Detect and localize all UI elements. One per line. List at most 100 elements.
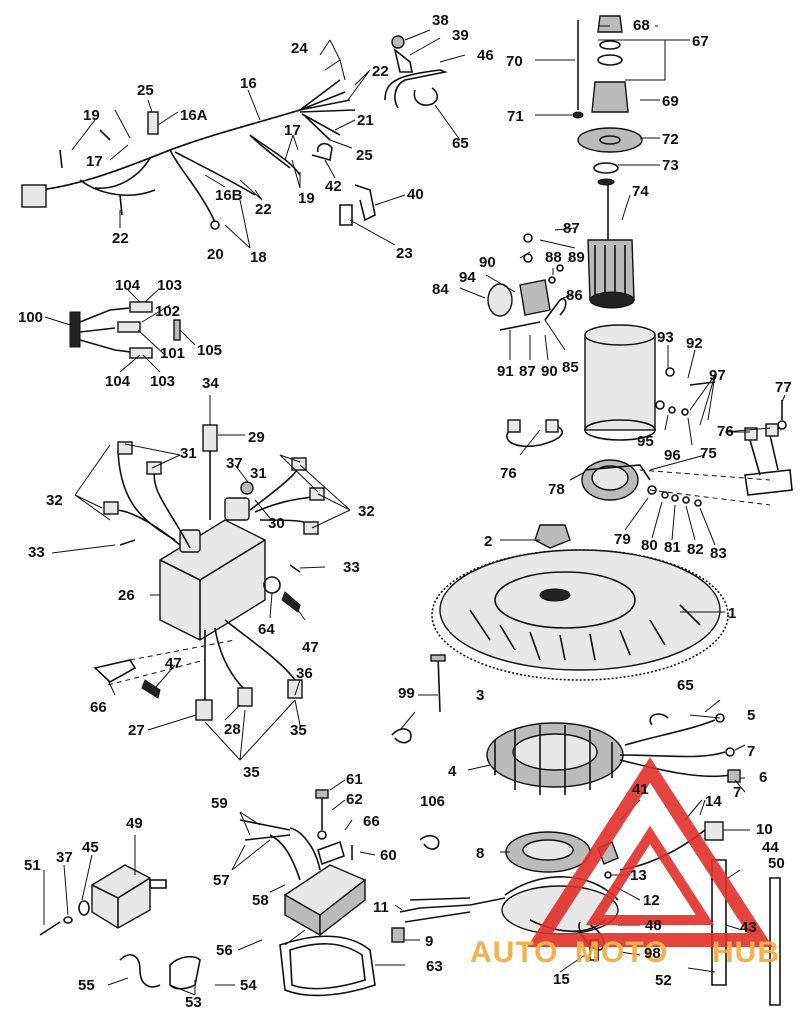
label-53: 53 — [185, 994, 202, 1011]
label-16: 16 — [240, 75, 257, 92]
label-35b: 35 — [243, 764, 260, 781]
label-87a: 87 — [563, 220, 580, 237]
label-36: 36 — [296, 665, 313, 682]
stator — [486, 713, 741, 795]
label-106: 106 — [420, 793, 445, 810]
trigger-assembly — [506, 367, 793, 507]
label-101: 101 — [160, 345, 185, 362]
label-91: 91 — [497, 363, 514, 380]
label-49: 49 — [126, 815, 143, 832]
label-31a: 31 — [180, 445, 197, 462]
label-90b: 90 — [541, 363, 558, 380]
label-22c: 22 — [112, 230, 129, 247]
label-98: 98 — [644, 945, 661, 962]
label-103b: 103 — [150, 373, 175, 390]
label-95: 95 — [637, 433, 654, 450]
label-37b: 37 — [56, 849, 73, 866]
watermark-inner-triangle-icon — [585, 825, 715, 925]
label-7a: 7 — [747, 743, 755, 760]
label-65a: 65 — [452, 135, 469, 152]
label-57: 57 — [213, 872, 230, 889]
label-104b: 104 — [105, 373, 131, 390]
label-93: 93 — [657, 329, 674, 346]
harness-connector — [21, 184, 47, 208]
label-16b: 16B — [215, 187, 243, 204]
label-76a: 76 — [500, 465, 517, 482]
label-77: 77 — [775, 379, 792, 396]
label-82: 82 — [687, 541, 704, 558]
label-45: 45 — [82, 839, 99, 856]
label-19b: 19 — [298, 190, 315, 207]
label-37a: 37 — [226, 455, 243, 472]
label-42: 42 — [325, 178, 342, 195]
label-52: 52 — [655, 972, 672, 989]
label-92: 92 — [686, 335, 703, 352]
label-96: 96 — [664, 447, 681, 464]
label-59: 59 — [211, 795, 228, 812]
label-103a: 103 — [157, 277, 182, 294]
label-41: 41 — [632, 781, 649, 798]
label-44: 44 — [762, 839, 779, 856]
label-58: 58 — [252, 892, 269, 909]
label-19a: 19 — [83, 107, 100, 124]
label-8: 8 — [476, 845, 484, 862]
label-18: 18 — [250, 249, 267, 266]
label-46: 46 — [477, 47, 494, 64]
label-74: 74 — [632, 183, 649, 200]
label-17a: 17 — [86, 153, 103, 170]
label-24: 24 — [291, 40, 308, 57]
label-3: 3 — [476, 687, 484, 704]
label-23: 23 — [396, 245, 413, 262]
label-89: 89 — [568, 249, 585, 266]
label-99: 99 — [398, 685, 415, 702]
label-11: 11 — [373, 899, 389, 916]
ignition-coil — [39, 864, 201, 990]
watermark-moto-text: MOTO — [575, 936, 668, 969]
label-26: 26 — [118, 587, 135, 604]
label-6: 6 — [759, 769, 767, 786]
label-32a: 32 — [46, 492, 63, 509]
label-21: 21 — [357, 112, 374, 129]
label-104a: 104 — [115, 277, 141, 294]
label-20: 20 — [207, 246, 224, 263]
label-90a: 90 — [479, 254, 496, 271]
label-100: 100 — [18, 309, 43, 326]
label-16a: 16A — [180, 107, 208, 124]
label-61: 61 — [346, 771, 363, 788]
watermark-triangle-icon — [527, 757, 773, 947]
label-34: 34 — [202, 375, 219, 392]
label-70: 70 — [506, 53, 523, 70]
label-55: 55 — [78, 977, 95, 994]
label-78: 78 — [548, 481, 565, 498]
label-73: 73 — [662, 157, 679, 174]
label-30: 30 — [268, 515, 285, 532]
label-29: 29 — [248, 429, 265, 446]
label-79: 79 — [614, 531, 631, 548]
label-50: 50 — [768, 855, 785, 872]
label-31b: 31 — [250, 465, 267, 482]
label-15: 15 — [553, 971, 570, 988]
label-102: 102 — [155, 303, 180, 320]
label-25b: 25 — [356, 147, 373, 164]
label-86: 86 — [566, 287, 583, 304]
label-39: 39 — [452, 27, 469, 44]
label-13: 13 — [630, 867, 647, 884]
flywheel — [430, 524, 729, 713]
label-43: 43 — [740, 919, 757, 936]
clamps-group — [311, 35, 448, 226]
label-68: 68 — [633, 17, 650, 34]
label-5: 5 — [747, 707, 755, 724]
label-4: 4 — [448, 763, 457, 780]
label-22a: 22 — [372, 63, 389, 80]
leader-lines — [43, 25, 786, 996]
label-33b: 33 — [343, 559, 360, 576]
label-62: 62 — [346, 791, 363, 808]
label-97: 97 — [709, 367, 726, 384]
label-63: 63 — [426, 958, 443, 975]
label-47a: 47 — [165, 655, 182, 672]
label-1: 1 — [728, 605, 736, 622]
label-88: 88 — [545, 249, 562, 266]
label-66b: 66 — [363, 813, 380, 830]
switch-box — [239, 789, 405, 997]
starter-motor — [487, 15, 656, 441]
